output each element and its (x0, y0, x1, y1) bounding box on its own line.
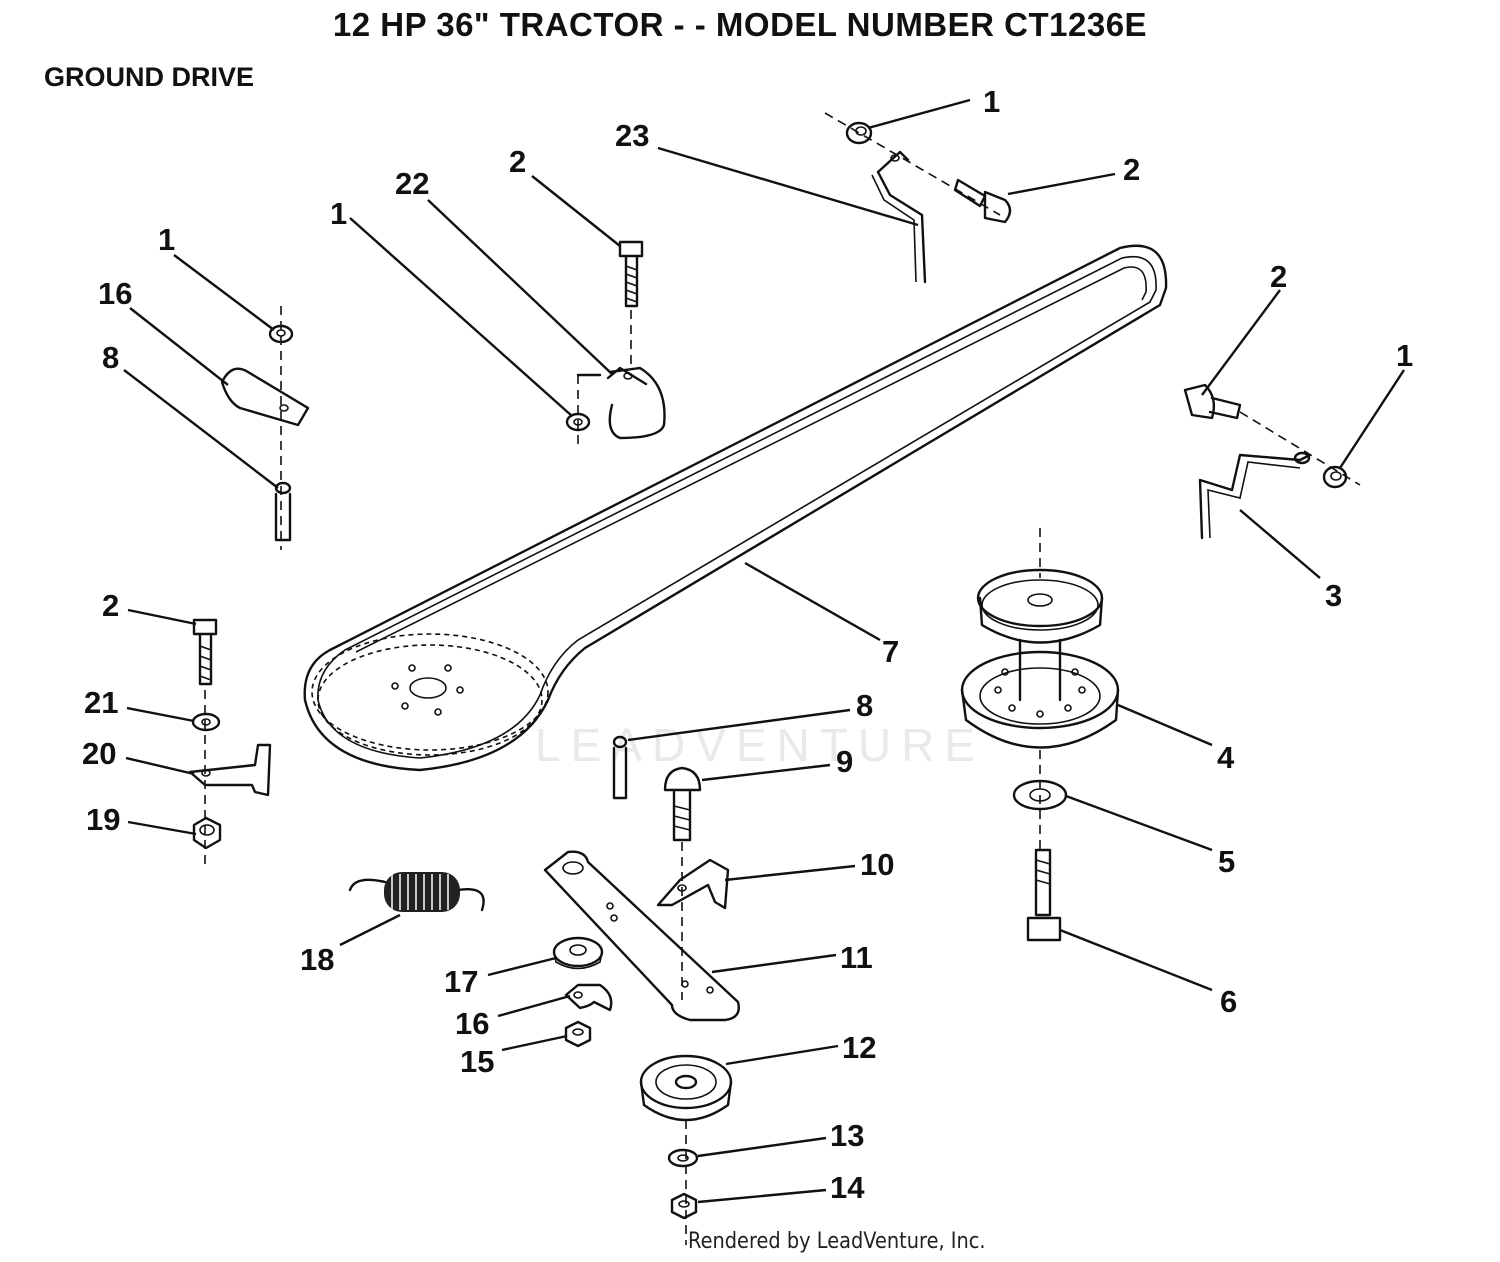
bracket-10 (656, 858, 730, 910)
nut-1-top-left (268, 306, 294, 550)
nut-1-top-center (565, 412, 591, 432)
callout-7: 7 (882, 634, 899, 669)
clip-16-center (564, 983, 613, 1012)
callout-labels: 1 2 23 2 22 1 1 16 8 2 1 3 7 4 2 21 20 1… (82, 84, 1413, 1205)
callout-3: 3 (1325, 578, 1342, 613)
nut-14 (670, 1192, 698, 1220)
callout-1: 1 (983, 84, 1000, 119)
callout-23: 23 (615, 118, 649, 153)
callout-20: 20 (82, 736, 116, 771)
callout-11: 11 (840, 940, 873, 975)
engine-pulley (311, 633, 549, 756)
carriage-bolt-9 (663, 766, 702, 1000)
stud-8-center (612, 735, 628, 800)
section-title: GROUND DRIVE (44, 62, 255, 92)
callout-2: 2 (509, 144, 526, 179)
callout-2: 2 (102, 588, 119, 623)
callout-21: 21 (84, 685, 118, 720)
spacer-17 (552, 936, 604, 970)
callout-9: 9 (836, 744, 853, 779)
callout-18: 18 (300, 942, 334, 977)
stud-8-top-left (274, 481, 292, 542)
callout-4: 4 (1217, 740, 1235, 775)
callout-1: 1 (1396, 338, 1413, 373)
nut-1-top-right (824, 112, 1001, 216)
callout-22: 22 (395, 166, 429, 201)
callout-1: 1 (330, 196, 347, 231)
watermark: LEADVENTURE (535, 719, 985, 771)
drive-belt (303, 244, 1168, 772)
callout-8: 8 (856, 688, 873, 723)
callout-10: 10 (860, 847, 894, 882)
callout-5: 5 (1218, 844, 1235, 879)
page-title: 12 HP 36" TRACTOR - - MODEL NUMBER CT123… (332, 6, 1148, 43)
callout-19: 19 (86, 802, 120, 837)
callout-13: 13 (830, 1118, 864, 1153)
nut-19 (192, 816, 222, 850)
callout-12: 12 (842, 1030, 876, 1065)
callout-2: 2 (1270, 259, 1287, 294)
callout-16: 16 (455, 1006, 489, 1041)
leader-lines (123, 98, 1406, 1204)
callout-15: 15 (460, 1044, 494, 1079)
callout-6: 6 (1220, 984, 1237, 1019)
clip-16-top-left (220, 367, 310, 427)
idler-pulley-12 (639, 1054, 733, 1245)
double-pulley-4 (960, 528, 1120, 749)
washer-13 (667, 1148, 699, 1168)
bracket-20 (188, 743, 272, 797)
spring-18 (348, 872, 485, 912)
idler-arm-11 (543, 850, 740, 1022)
bolt-2-top-center (618, 240, 644, 370)
render-credit: Rendered by LeadVenture, Inc. (688, 1229, 986, 1254)
belt-guide-bracket-22 (576, 366, 666, 450)
callout-1: 1 (158, 222, 175, 257)
rod-3 (1198, 451, 1312, 540)
washer-5 (1012, 750, 1068, 850)
callout-8: 8 (102, 340, 119, 375)
callout-16: 16 (98, 276, 132, 311)
callout-14: 14 (830, 1170, 865, 1205)
bolt-2-right (1183, 383, 1361, 486)
rod-23 (871, 150, 927, 284)
bolt-2-top-right (953, 178, 1012, 224)
bolt-2-left (192, 618, 218, 686)
callout-17: 17 (444, 964, 478, 999)
nut-15 (564, 1020, 592, 1048)
bolt-6 (1026, 848, 1062, 942)
callout-2: 2 (1123, 152, 1140, 187)
nut-1-right (1322, 465, 1348, 489)
